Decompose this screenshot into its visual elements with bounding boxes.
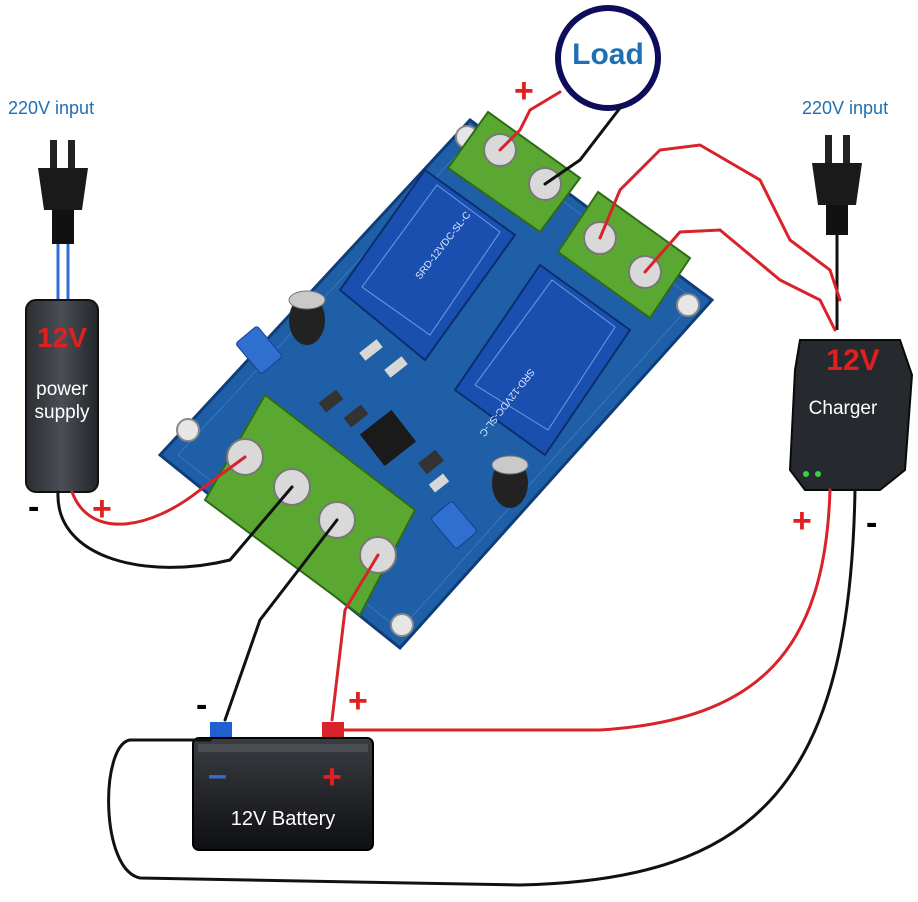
capacitor bbox=[491, 455, 529, 508]
battery-label: 12V Battery bbox=[230, 808, 336, 830]
terminal-block-input bbox=[203, 393, 417, 617]
mounting-hole bbox=[676, 293, 700, 317]
charger-minus-sign: - bbox=[866, 504, 878, 542]
psu-label-line1: power bbox=[36, 379, 88, 400]
charger-wire bbox=[643, 228, 837, 332]
psu-positive-wire bbox=[70, 455, 247, 526]
charger-voltage: 12V bbox=[826, 344, 880, 377]
battery-negative-symbol: – bbox=[208, 756, 227, 794]
wires bbox=[56, 90, 857, 887]
relay-board: SRD-12VDC-SL-C SRD-12VDC-SL-C bbox=[157, 110, 715, 651]
battery bbox=[192, 722, 374, 851]
psu-minus-sign: - bbox=[28, 488, 40, 526]
battery-wire-minus-sign: - bbox=[196, 686, 208, 724]
load-negative-wire bbox=[543, 106, 622, 186]
charger-led bbox=[815, 471, 821, 477]
psu-plus-sign: + bbox=[92, 490, 112, 528]
left-input-label: 220V input bbox=[8, 98, 95, 118]
relay-2: SRD-12VDC-SL-C bbox=[453, 263, 632, 457]
charger-led bbox=[803, 471, 809, 477]
psu-input-cable bbox=[56, 244, 70, 300]
charger bbox=[788, 339, 914, 491]
mounting-hole bbox=[390, 613, 414, 637]
mounting-hole bbox=[176, 418, 200, 442]
psu-negative-wire bbox=[56, 485, 294, 569]
charger-positive-wire bbox=[342, 488, 832, 732]
right-input-label: 220V input bbox=[802, 98, 889, 118]
charger-negative-wire bbox=[107, 488, 857, 887]
charger-plus-sign: + bbox=[792, 502, 812, 540]
load-plus-sign: + bbox=[514, 72, 534, 110]
capacitor bbox=[288, 290, 326, 345]
battery-negative-wire bbox=[223, 518, 339, 722]
battery-negative-terminal bbox=[210, 722, 232, 740]
battery-positive-wire bbox=[330, 553, 380, 722]
potentiometer bbox=[431, 501, 477, 549]
charger-wire bbox=[598, 143, 842, 302]
psu-voltage: 12V bbox=[37, 322, 87, 353]
power-supply bbox=[25, 299, 99, 493]
potentiometer bbox=[236, 326, 282, 374]
load-positive-wire bbox=[498, 90, 562, 152]
right-ac-plug bbox=[812, 135, 862, 235]
battery-positive-terminal bbox=[322, 722, 344, 740]
relay-1: SRD-12VDC-SL-C bbox=[338, 168, 517, 362]
ic-chip bbox=[359, 409, 417, 467]
load-circle bbox=[555, 5, 661, 111]
charger-label: Charger bbox=[808, 398, 878, 419]
left-ac-plug bbox=[38, 140, 88, 244]
battery-positive-symbol: + bbox=[322, 758, 342, 796]
battery-wire-plus-sign: + bbox=[348, 682, 368, 720]
load-label: Load bbox=[572, 38, 644, 71]
psu-label-line2: supply bbox=[34, 402, 90, 423]
